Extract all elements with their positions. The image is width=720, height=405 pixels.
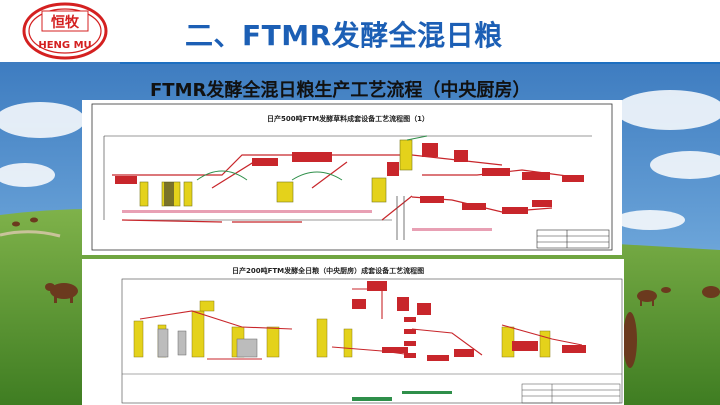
- process-flow-diagram-2: 日产200吨FTM发酵全日粮（中央厨房）成套设备工艺流程图: [82, 259, 624, 405]
- slide-subtitle: FTMR发酵全混日粮生产工艺流程（中央厨房）: [150, 80, 531, 101]
- slide-header: [0, 0, 720, 62]
- process-flow-diagram-1: 日产500吨FTM发酵草料成套设备工艺流程图（1）: [82, 100, 622, 255]
- logo-bottom-text: HENG MU: [38, 40, 91, 51]
- diagram-2-title: 日产200吨FTM发酵全日粮（中央厨房）成套设备工艺流程图: [232, 267, 425, 275]
- diagram-1-title: 日产500吨FTM发酵草料成套设备工艺流程图（1）: [267, 115, 430, 123]
- diagram-2-drawing: [121, 278, 623, 404]
- heng-mu-logo: 恒牧 HENG MU: [22, 2, 108, 60]
- logo-top-text: 恒牧: [51, 14, 80, 31]
- header-divider: [120, 62, 720, 64]
- cattle: [12, 217, 720, 368]
- slide-title: 二、FTMR发酵全混日粮: [185, 19, 503, 52]
- clouds: [0, 90, 720, 230]
- diagram-1-drawing: [91, 103, 613, 251]
